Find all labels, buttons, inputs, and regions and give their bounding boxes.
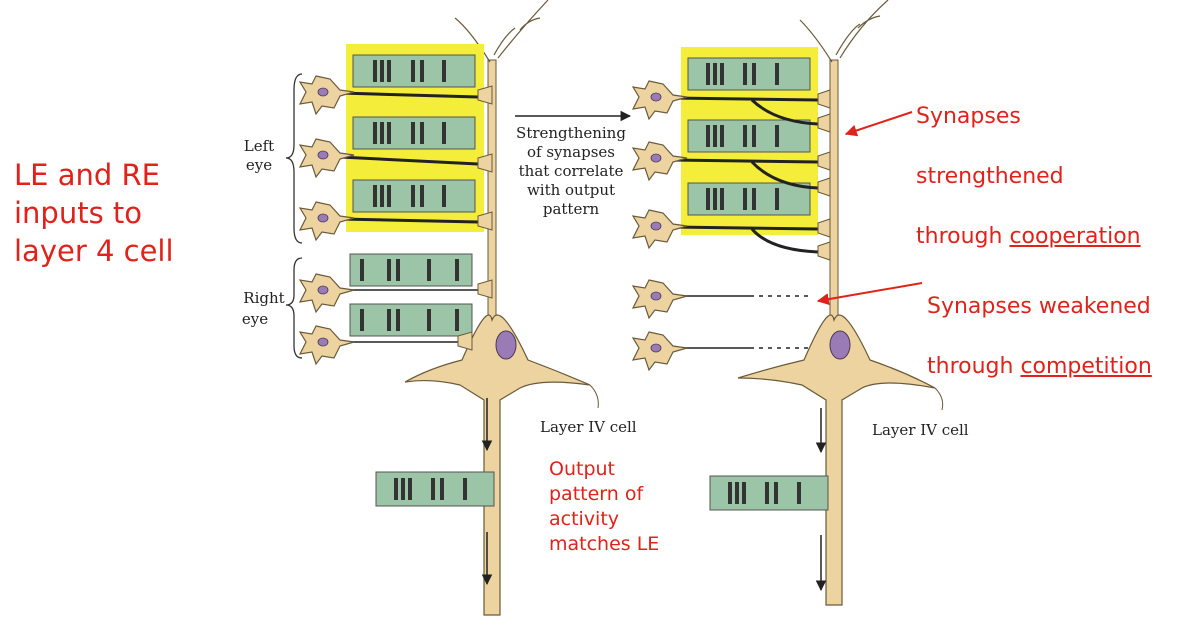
weakened-prefix: through (927, 354, 1021, 379)
re-cell-2 (299, 325, 355, 365)
le-cell-1 (299, 75, 355, 115)
pattern-re-1 (349, 253, 473, 287)
synapses-strengthened-note: Synapses strengthened through cooperatio… (916, 72, 1141, 282)
competition-term: competition (1020, 354, 1152, 379)
pattern-r-1 (687, 57, 811, 91)
right-panel: Layer IV cell (632, 0, 969, 606)
right-cell-label: Layer IV cell (872, 421, 969, 439)
weakened-line-1: Synapses weakened (927, 294, 1151, 319)
left-cell-label: Layer IV cell (540, 418, 637, 436)
right-output-pattern (709, 475, 829, 511)
pattern-re-2 (349, 303, 473, 337)
left-eye-label-1: Left (244, 137, 274, 155)
caption-line-4: with output (527, 181, 615, 199)
left-input-cells (299, 75, 355, 365)
re-cell-1 (299, 273, 355, 313)
left-eye-brace (285, 73, 303, 244)
right-input-cells (632, 80, 688, 371)
pattern-r-3 (687, 182, 811, 216)
right-eye-label-2: eye (242, 310, 268, 328)
caption-line-3: that correlate (519, 162, 624, 180)
right-eye-brace (285, 257, 303, 359)
left-panel: Left eye Right eye Layer IV cell (242, 0, 637, 616)
cooperation-term: cooperation (1009, 224, 1141, 249)
right-layer-iv-neuron (737, 0, 944, 606)
synapses-weakened-note: Synapses weakened through competition (927, 262, 1152, 412)
left-synapses (457, 85, 493, 351)
output-pattern-note: Output pattern of activity matches LE (549, 458, 660, 555)
pattern-le-2 (352, 116, 476, 150)
le-cell-3 (299, 201, 355, 241)
caption-line-2: of synapses (527, 143, 615, 161)
strengthened-line-1: Synapses (916, 104, 1021, 129)
strengthening-caption: Strengthening of synapses that correlate… (516, 124, 626, 218)
strengthened-line-3: through cooperation (916, 222, 1141, 252)
strengthened-prefix: through (916, 224, 1010, 249)
left-eye-label-2: eye (246, 156, 272, 174)
weakened-line-2: through competition (927, 352, 1152, 382)
slide-title: LE and RE inputs to layer 4 cell (14, 158, 174, 268)
left-axons (339, 91, 479, 343)
pattern-r-2 (687, 119, 811, 153)
left-output-pattern (375, 471, 495, 507)
pattern-le-3 (352, 179, 476, 213)
caption-line-5: pattern (543, 200, 600, 218)
weakened-pointer-arrow (816, 282, 923, 306)
caption-line-1: Strengthening (516, 124, 626, 142)
strengthened-pointer-arrow (844, 111, 913, 137)
left-layer-iv-neuron (404, 0, 599, 616)
right-synapses (817, 89, 831, 261)
right-eye-label-1: Right (243, 289, 284, 307)
strengthened-line-2: strengthened (916, 164, 1064, 189)
pattern-le-1 (352, 54, 476, 88)
